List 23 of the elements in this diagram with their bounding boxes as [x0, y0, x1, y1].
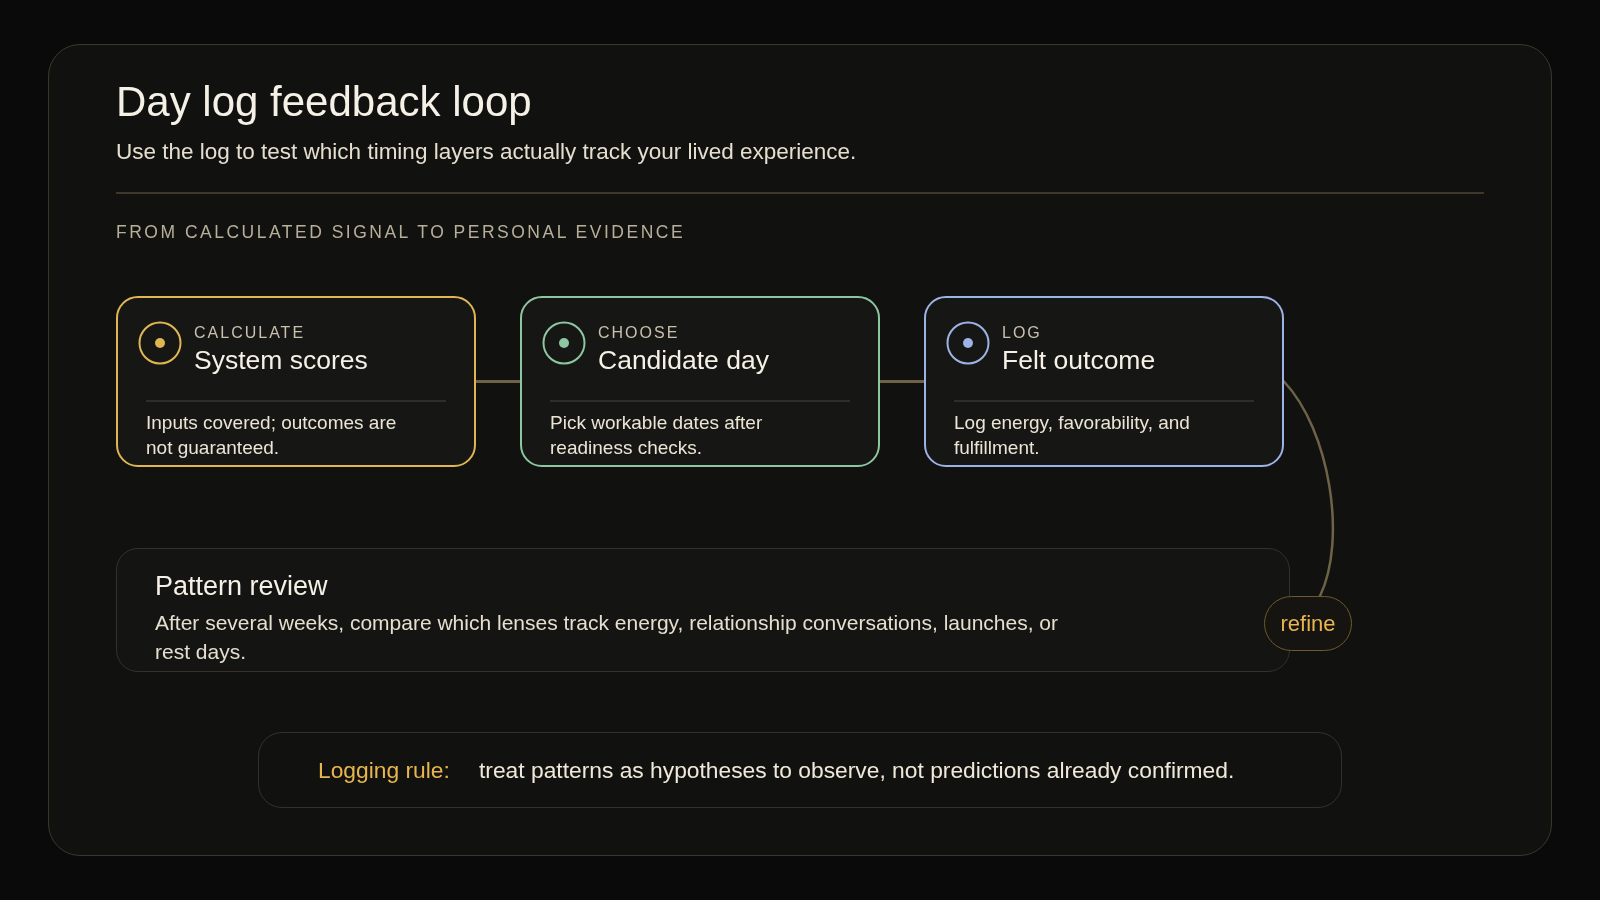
step-label: CALCULATE — [194, 323, 306, 343]
step-description: Inputs covered; outcomes are not guaranteed. — [146, 411, 398, 460]
note-panel — [258, 732, 1342, 808]
step-title: System scores — [194, 344, 368, 376]
step-description: Log energy, favorability, and fulfillment. — [954, 411, 1191, 460]
step-description: Pick workable dates after readiness checks. — [550, 411, 764, 460]
step-label: CHOOSE — [598, 323, 680, 343]
diagram-title: Day log feedback loop — [116, 78, 532, 126]
connector-line — [878, 380, 926, 383]
step-card — [520, 296, 880, 467]
subtitle: Use the log to test which timing layers actually track your lived experience. — [116, 139, 857, 165]
section-label: FROM CALCULATED SIGNAL TO PERSONAL EVIDENCE — [116, 222, 686, 242]
step-title: Candidate day — [598, 344, 769, 376]
rule-label: Logging rule: — [318, 757, 450, 784]
connector-line — [474, 380, 522, 383]
step-card — [924, 296, 1284, 467]
step-card — [116, 296, 476, 467]
rule-text: treat patterns as hypotheses to observe, not predictions already confirmed. — [479, 757, 1235, 784]
step-label: LOG — [1002, 323, 1042, 343]
curved-connector — [1282, 380, 1335, 598]
panel-heading: Pattern review — [155, 570, 328, 602]
step-title: Felt outcome — [1002, 344, 1156, 376]
panel-text: After several weeks, compare which lenses track energy, relationship conversations, launches, or rest days. — [155, 610, 1060, 665]
